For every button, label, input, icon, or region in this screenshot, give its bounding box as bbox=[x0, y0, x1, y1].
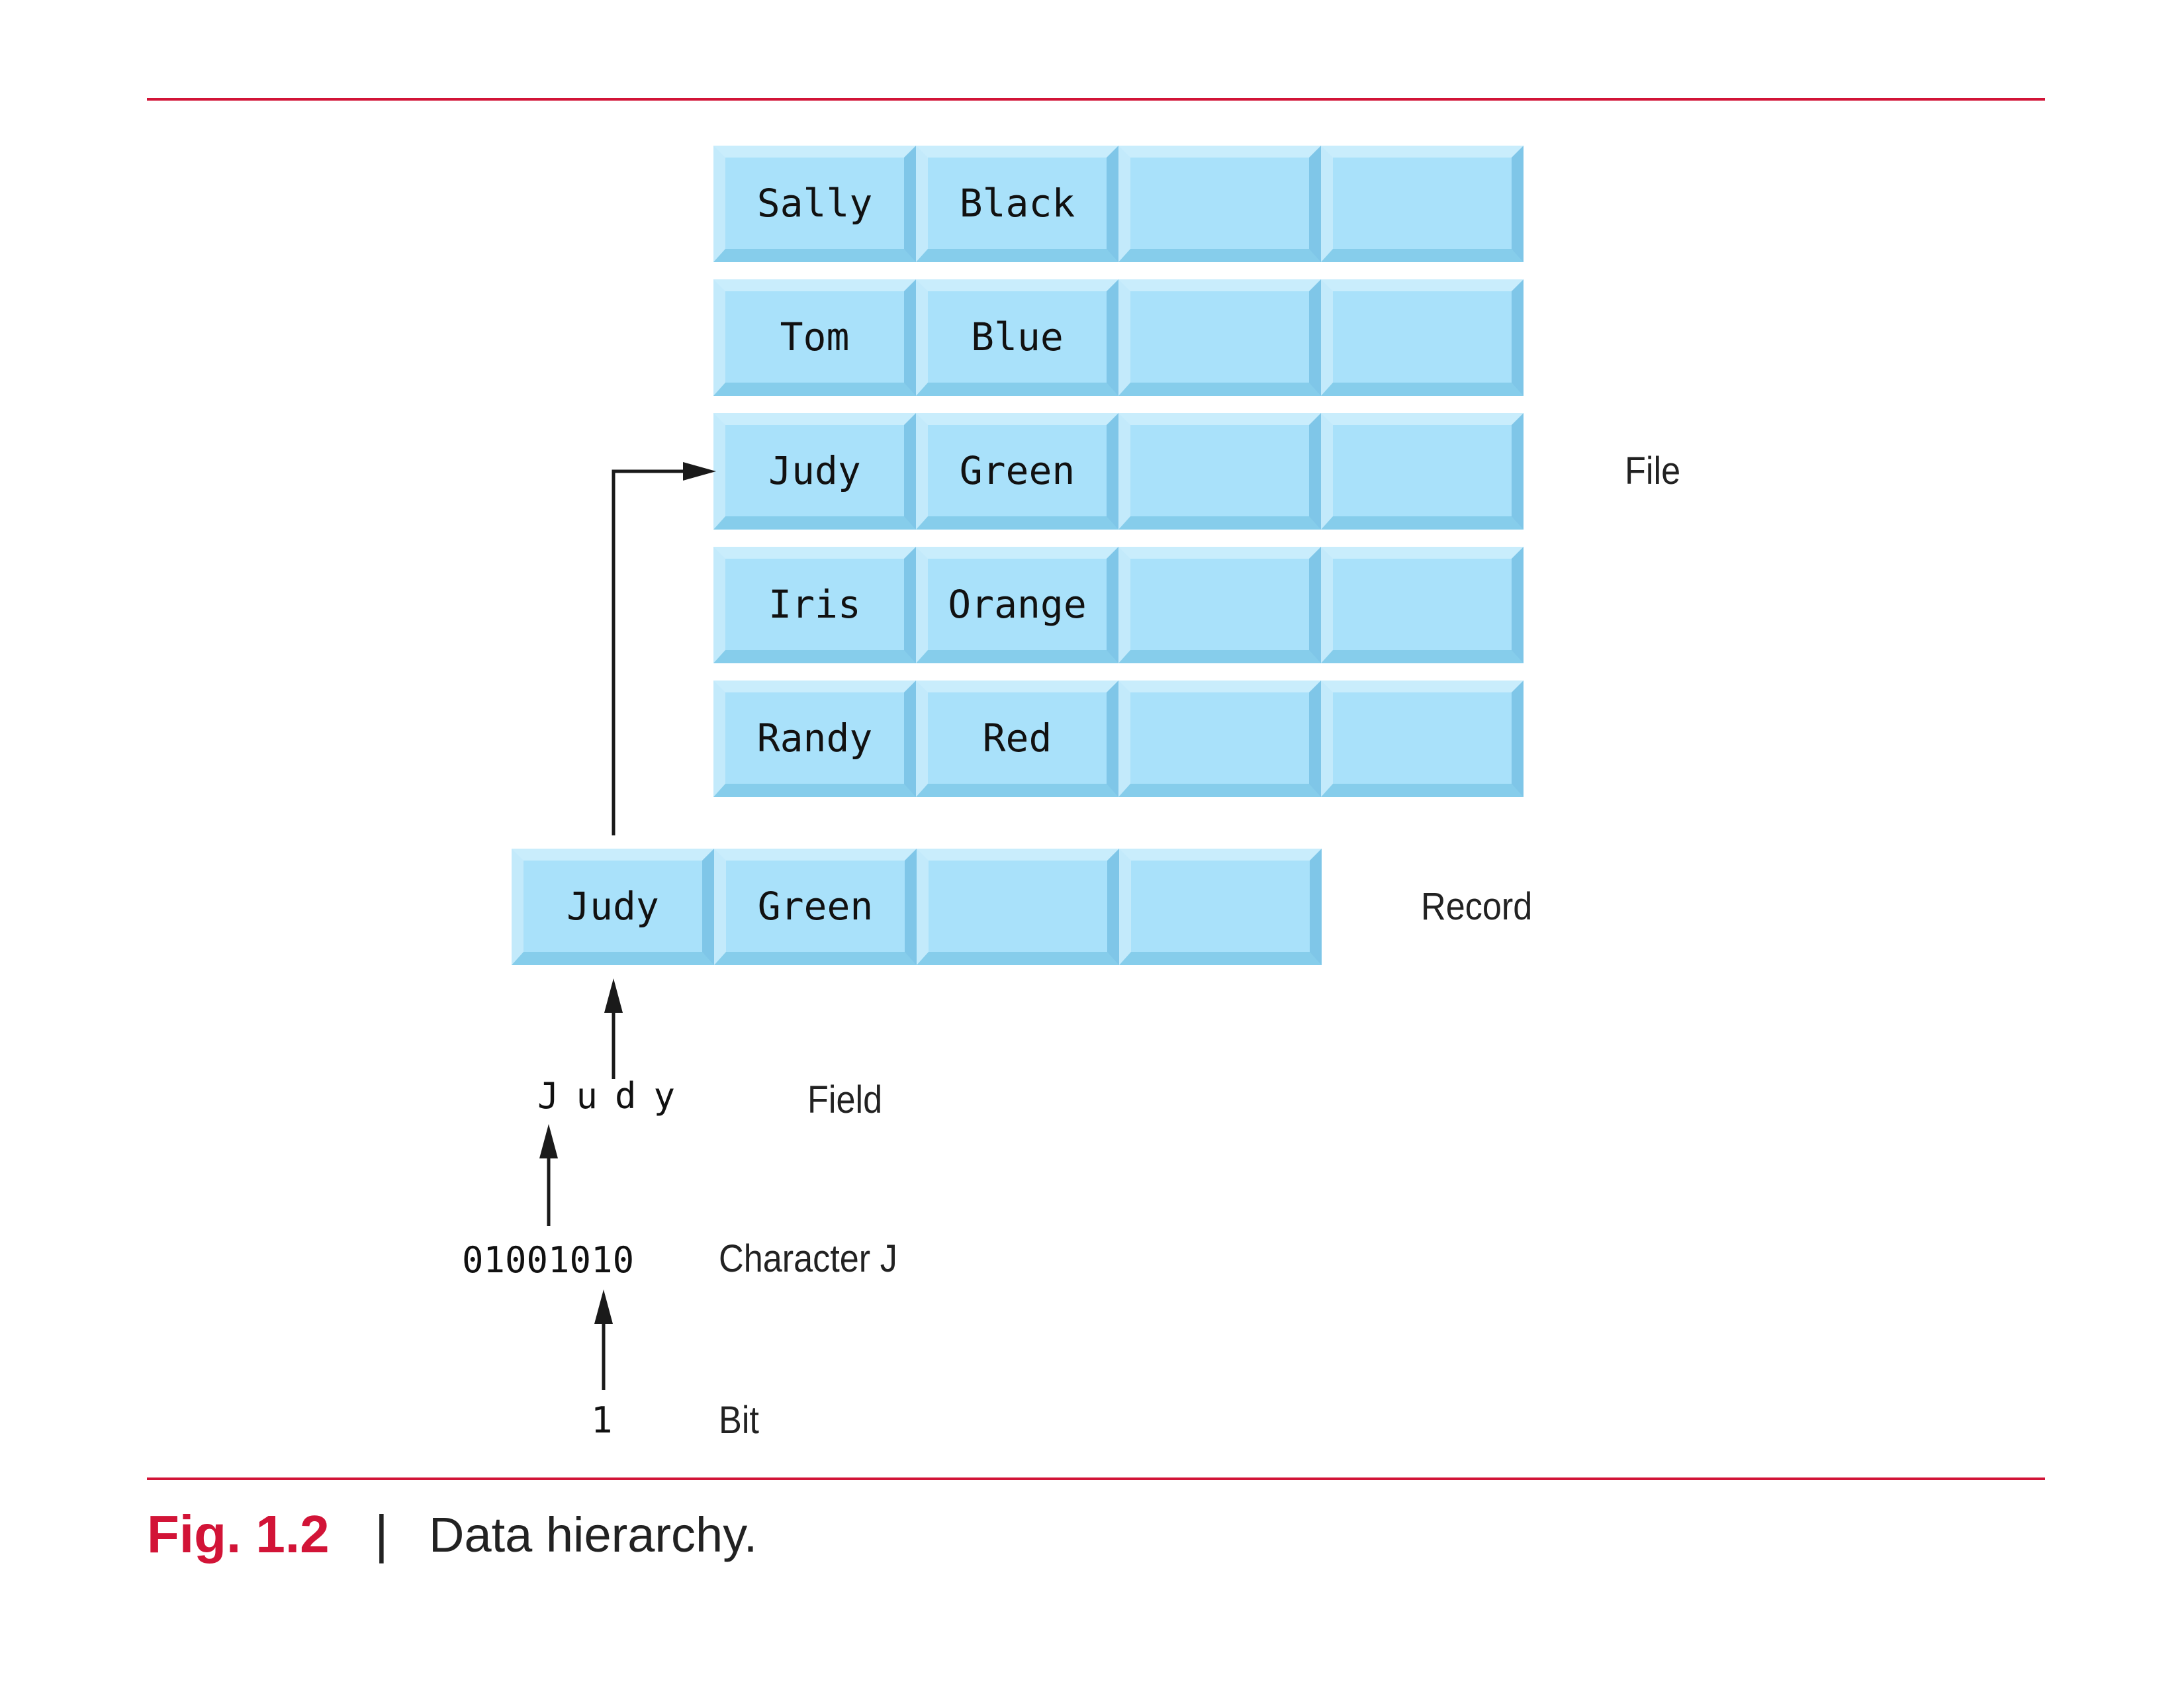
empty-cell bbox=[1321, 279, 1524, 396]
empty-cell bbox=[1321, 547, 1524, 663]
empty-cell bbox=[1118, 413, 1321, 530]
first-name-cell: Iris bbox=[713, 547, 916, 663]
empty-cell bbox=[1321, 680, 1524, 797]
caption-separator: | bbox=[375, 1505, 388, 1564]
field-label: Field bbox=[807, 1078, 883, 1121]
record-label: Record bbox=[1421, 885, 1533, 928]
last-name-cell: Black bbox=[916, 146, 1118, 262]
first-name-cell: Sally bbox=[713, 146, 916, 262]
character-value: 01001010 bbox=[462, 1239, 635, 1281]
caption-text: Data hierarchy. bbox=[429, 1507, 758, 1562]
file-record-row: Tom Blue bbox=[713, 279, 1524, 396]
first-name-cell: Randy bbox=[713, 680, 916, 797]
empty-cell bbox=[1118, 547, 1321, 663]
record-to-file-arrow bbox=[612, 469, 695, 835]
empty-cell bbox=[1118, 146, 1321, 262]
top-rule bbox=[147, 98, 2045, 101]
record-row: Judy Green bbox=[512, 849, 1322, 965]
last-name-cell: Green bbox=[916, 413, 1118, 530]
last-name-cell: Red bbox=[916, 680, 1118, 797]
file-record-row: Judy Green bbox=[713, 413, 1524, 530]
file-record-row: Sally Black bbox=[713, 146, 1524, 262]
arrowhead-icon bbox=[594, 1289, 613, 1324]
character-label: Character J bbox=[719, 1237, 897, 1280]
empty-cell bbox=[1119, 849, 1322, 965]
empty-cell bbox=[1118, 680, 1321, 797]
file-label: File bbox=[1625, 449, 1681, 492]
arrowhead-icon bbox=[539, 1124, 558, 1158]
empty-cell bbox=[1321, 146, 1524, 262]
last-name-cell: Blue bbox=[916, 279, 1118, 396]
arrowhead-icon bbox=[604, 978, 623, 1013]
empty-cell bbox=[917, 849, 1119, 965]
bit-value: 1 bbox=[591, 1399, 613, 1441]
first-name-cell: Tom bbox=[713, 279, 916, 396]
empty-cell bbox=[1321, 413, 1524, 530]
first-name-cell: Judy bbox=[713, 413, 916, 530]
bit-label: Bit bbox=[719, 1399, 759, 1442]
record-last-name-cell: Green bbox=[714, 849, 917, 965]
file-record-row: Iris Orange bbox=[713, 547, 1524, 663]
bottom-rule bbox=[147, 1477, 2045, 1480]
empty-cell bbox=[1118, 279, 1321, 396]
file-record-row: Randy Red bbox=[713, 680, 1524, 797]
last-name-cell: Orange bbox=[916, 547, 1118, 663]
figure-number: Fig. 1.2 bbox=[147, 1505, 330, 1564]
arrowhead-icon bbox=[683, 462, 716, 481]
field-value: Judy bbox=[537, 1075, 693, 1117]
record-first-name-cell: Judy bbox=[512, 849, 714, 965]
